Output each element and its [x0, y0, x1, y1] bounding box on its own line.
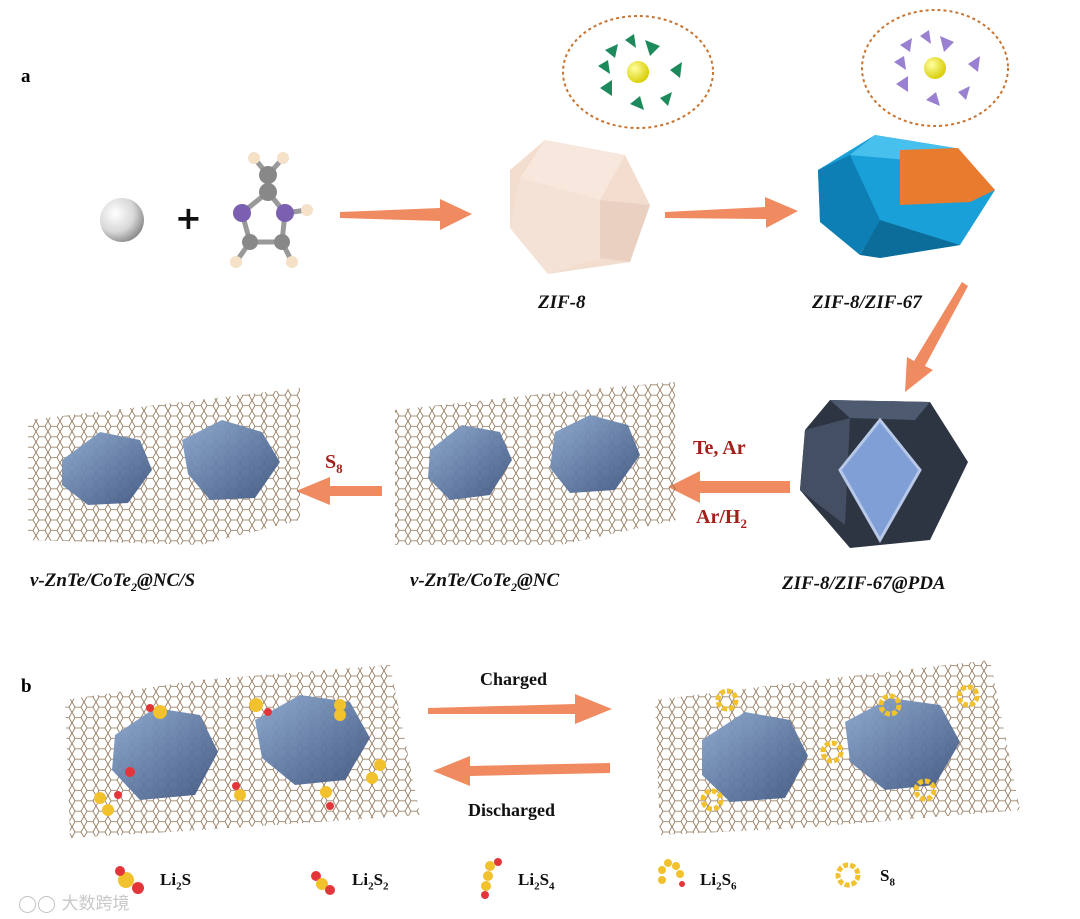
caption-zif8: ZIF-8 [538, 292, 586, 314]
legend-label-li2s6: Li2S6 [700, 870, 737, 892]
legend-s8-icon [838, 865, 858, 885]
zif8-zif67-crystal [818, 135, 995, 258]
legend-label-li2s4: Li2S4 [518, 870, 555, 892]
arrow-synthesis [340, 199, 472, 230]
2-methylimidazole-molecule [230, 152, 313, 268]
caption-znte-cote2-nc-s: v-ZnTe/CoTe2@NC/S [30, 570, 195, 595]
pda-coated-crystal [800, 400, 968, 548]
caption-pda-coated: ZIF-8/ZIF-67@PDA [782, 573, 946, 595]
znte-cote2-nc-s-composite [28, 388, 300, 545]
condition-ar-h2: Ar/H2 [696, 506, 747, 532]
arrow-sulfur-loading [296, 477, 382, 505]
zif67-unit-structure [862, 10, 1008, 126]
watermark: ◯◯ 大数跨境 [18, 889, 129, 914]
watermark-text: 大数跨境 [61, 894, 129, 914]
arrow-discharge [433, 756, 610, 786]
arrow-zif67-growth [665, 197, 798, 228]
legend-label-s8: S8 [880, 866, 895, 888]
label-charged: Charged [480, 669, 547, 690]
znte-cote2-nc-composite [395, 382, 676, 545]
label-discharged: Discharged [468, 800, 555, 821]
caption-zif8-zif67: ZIF-8/ZIF-67 [812, 292, 922, 314]
legend-label-li2s2: Li2S2 [352, 870, 389, 892]
caption-znte-cote2-nc: v-ZnTe/CoTe2@NC [410, 570, 559, 595]
legend-li2s6-icon [658, 859, 685, 887]
legend-label-li2s: Li2S [160, 870, 191, 892]
arrow-charge [428, 694, 612, 724]
discharged-state-composite [65, 665, 420, 838]
condition-s8: S8 [325, 451, 343, 477]
zif8-unit-structure [563, 16, 713, 128]
plus-sign: + [175, 199, 202, 237]
condition-te-ar: Te, Ar [693, 437, 746, 460]
arrow-tellurization [668, 471, 790, 503]
legend-li2s4-icon [481, 858, 502, 899]
legend-li2s2-icon [311, 871, 335, 895]
zinc-ion-sphere [100, 198, 144, 242]
zif8-crystal [510, 140, 650, 274]
charged-state-composite [655, 660, 1020, 835]
watermark-logo-icon: ◯◯ [18, 894, 56, 914]
